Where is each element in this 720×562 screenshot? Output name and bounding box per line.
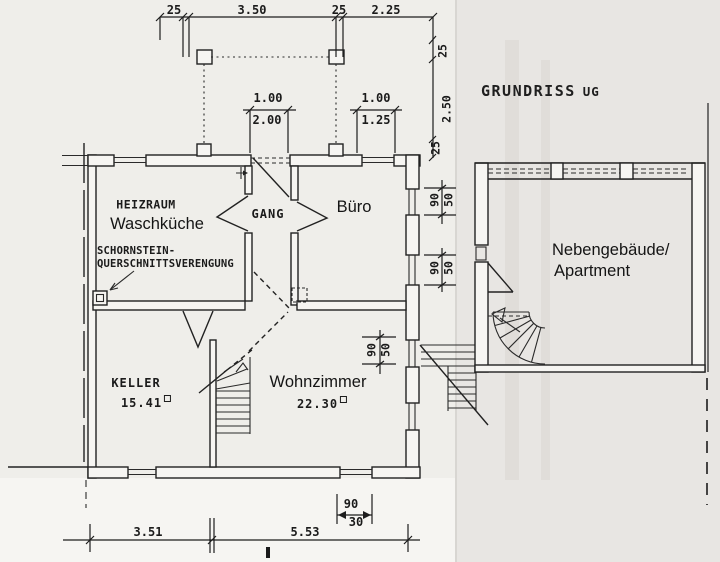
boundary-lines [8, 103, 709, 508]
square-meter-symbol [164, 395, 172, 402]
scan-streak [541, 60, 550, 480]
doors [182, 157, 329, 352]
flue-symbol-buero [291, 287, 308, 303]
label-wohnzimmer-area: 22.30 [296, 396, 348, 411]
dimension-lines [63, 12, 456, 558]
label-outbuilding-2: Apartment [554, 261, 631, 280]
interior-walls [92, 165, 407, 468]
dim-window2-50: 50 [441, 261, 456, 275]
label-outbuilding-1: Nebengebäude/ [552, 240, 670, 259]
title-grundriss: GRUNDRISS [481, 82, 576, 100]
label-chimney-note-2: QUERSCHNITTSVERENGUNG [97, 257, 234, 270]
dim-top-2: 3.50 [237, 3, 267, 17]
label-room-heizraum: HEIZRAUM [116, 197, 176, 212]
chimney-symbol [92, 290, 108, 306]
dim-bottom-small-90: 90 [343, 497, 359, 511]
dim-top-4: 2.25 [371, 3, 401, 17]
scan-fold-line [455, 0, 457, 562]
dim-upper-left-a: 1.00 [253, 91, 283, 105]
label-room-waschkueche: Waschküche [110, 214, 204, 233]
dim-bottom-small-30: 30 [348, 515, 364, 529]
dim-window2-90: 90 [427, 261, 442, 275]
dim-top-3: 25 [331, 3, 347, 17]
keller-area-value: 15.41 [120, 396, 163, 410]
dim-right-3: 25 [428, 141, 443, 155]
label-room-wohnzimmer: Wohnzimmer [269, 372, 367, 391]
dim-right-1: 25 [435, 44, 450, 58]
dim-window3-50: 50 [378, 343, 393, 357]
label-keller-area: 15.41 [120, 395, 172, 410]
main-building-windows [114, 156, 416, 476]
square-meter-symbol [340, 396, 348, 403]
paper-background-bottom [0, 478, 455, 562]
dim-window3-90: 90 [364, 343, 379, 357]
chimney-symbol-inner [95, 293, 105, 303]
outbuilding-spiral-stair [488, 307, 546, 365]
dim-upper-left-b: 2.00 [252, 113, 282, 127]
dim-window1-90: 90 [427, 193, 442, 207]
page-title: GRUNDRISS UG [481, 83, 600, 99]
chimney-note-arrow [109, 270, 135, 291]
dim-bottom-351: 3.51 [133, 525, 163, 539]
label-chimney-note-1: SCHORNSTEIN- [97, 244, 176, 257]
dim-top-1: 25 [166, 3, 182, 17]
outbuilding-walls [474, 162, 706, 373]
dim-right-2: 2.50 [439, 95, 454, 123]
wohnzimmer-area-value: 22.30 [296, 397, 339, 411]
label-room-keller: KELLER [111, 376, 161, 390]
dim-upper-right-a: 1.00 [361, 91, 391, 105]
dim-window1-50: 50 [441, 193, 456, 207]
title-ug: UG [582, 84, 600, 99]
main-staircase [198, 348, 254, 434]
exterior-staircase [419, 341, 489, 426]
label-room-buero: Büro [336, 197, 372, 216]
dim-bottom-553: 5.53 [290, 525, 320, 539]
dim-upper-right-b: 1.25 [361, 113, 391, 127]
label-room-gang: GANG [251, 207, 285, 221]
main-building-walls [87, 154, 421, 479]
drain-symbol [236, 167, 248, 179]
paper-background-right [457, 0, 720, 562]
